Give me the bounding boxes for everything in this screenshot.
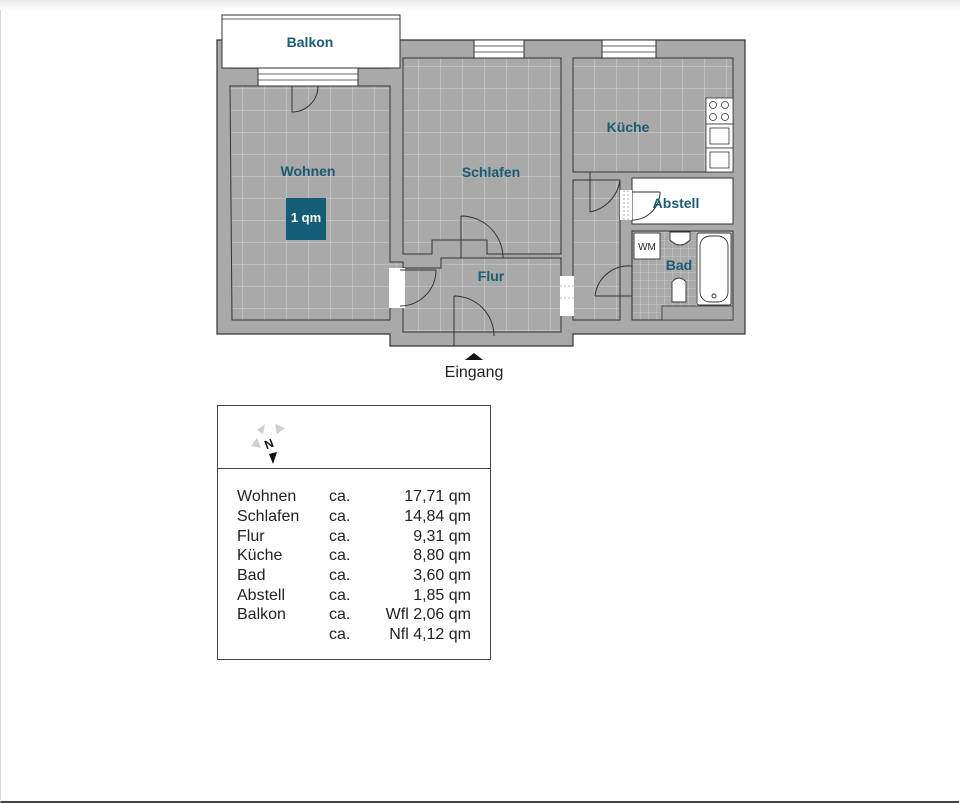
area-approx-prefix: ca. [329, 508, 351, 526]
legend-divider [218, 468, 490, 469]
area-room-name: Flur [237, 527, 265, 545]
floor-plan: 1 qm Balkon Wohnen Schlafen Küche Abstel… [216, 14, 746, 360]
room-label-abstell: Abstell [653, 195, 700, 211]
area-room-name [237, 625, 329, 645]
area-room-name: Wohnen [237, 488, 297, 506]
area-value: Nfl 4,12 qm [389, 626, 471, 644]
room-label-balkon: Balkon [287, 34, 334, 50]
area-value: 9,31 qm [413, 527, 471, 545]
area-row: ca. Nfl 4,12 qm [237, 625, 471, 645]
area-value: 8,80 qm [413, 547, 471, 565]
area-approx-prefix: ca. [329, 626, 351, 644]
area-room-name: Abstell [237, 586, 286, 604]
area-row: Flur ca. 9,31 qm [237, 526, 471, 546]
compass-north-icon: N [251, 424, 285, 464]
doors [291, 85, 661, 346]
area-value: Wfl 2,06 qm [385, 606, 471, 624]
area-value: 14,84 qm [404, 508, 471, 526]
scale-marker: 1 qm [286, 198, 326, 240]
area-room-name: Küche [237, 547, 283, 565]
area-approx-prefix: ca. [329, 527, 351, 545]
area-approx-prefix: ca. [329, 567, 351, 585]
room-label-kueche: Küche [607, 119, 650, 135]
room-labels: Balkon Wohnen Schlafen Küche Abstell Flu… [281, 34, 700, 284]
area-row: Bad ca. 3,60 qm [237, 566, 471, 586]
area-room-name: Schlafen [237, 508, 300, 526]
room-label-schlafen: Schlafen [462, 164, 520, 180]
entrance-arrow-icon [465, 353, 483, 360]
area-approx-prefix: ca. [329, 586, 351, 604]
windows [257, 39, 657, 87]
area-approx-prefix: ca. [329, 606, 351, 624]
area-approx-prefix: ca. [329, 488, 351, 506]
washer-label: WM [638, 242, 656, 253]
area-value: 3,60 qm [413, 567, 471, 585]
bath-fixtures [633, 231, 732, 306]
top-shadow-strip [0, 0, 960, 10]
area-row: Balkon ca. Wfl 2,06 qm [237, 605, 471, 625]
area-value: 17,71 qm [404, 488, 471, 506]
area-room-name: Bad [237, 567, 266, 585]
compass-north-label: N [262, 436, 275, 452]
area-value: 1,85 qm [413, 586, 471, 604]
area-approx-prefix: ca. [329, 547, 351, 565]
balcony [221, 14, 401, 69]
area-room-name: Balkon [237, 606, 286, 624]
area-row: Schlafen ca. 14,84 qm [237, 507, 471, 527]
area-row: Küche ca. 8,80 qm [237, 546, 471, 566]
room-label-bad: Bad [666, 257, 692, 273]
scale-marker-label: 1 qm [291, 210, 321, 225]
room-label-wohnen: Wohnen [281, 163, 336, 179]
entrance-label: Eingang [444, 364, 504, 381]
area-row: Wohnen ca. 17,71 qm [237, 487, 471, 507]
room-label-flur: Flur [478, 268, 505, 284]
kitchen-fixtures [705, 97, 734, 173]
area-row: Abstell ca. 1,85 qm [237, 585, 471, 605]
